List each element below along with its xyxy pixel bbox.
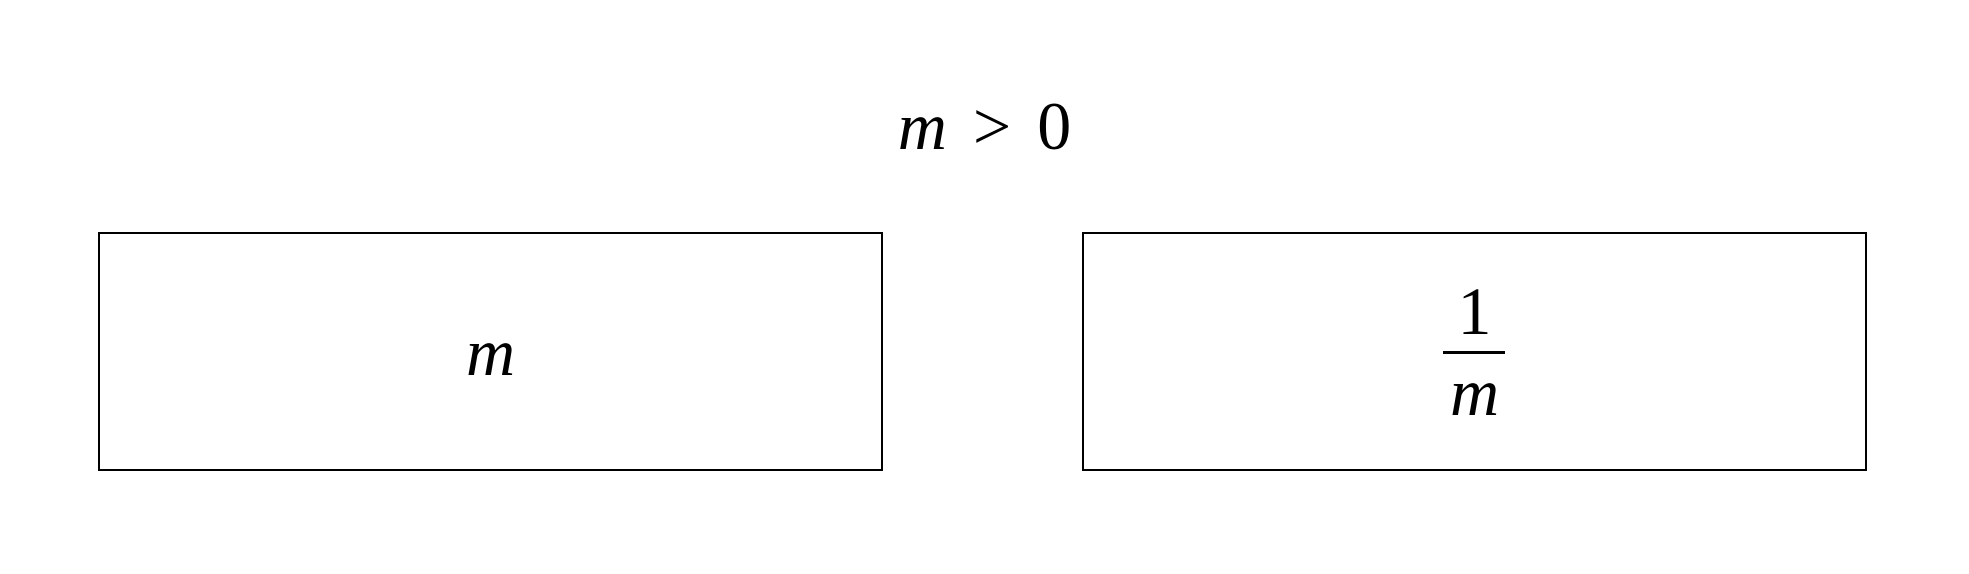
- reciprocal-fraction: 1 m: [1442, 277, 1507, 426]
- left-box-expression: m: [465, 313, 516, 390]
- condition-relation: >: [972, 88, 1012, 164]
- condition-label: m >0: [0, 78, 1969, 175]
- fraction-bar: [1443, 351, 1506, 354]
- fraction-denominator: m: [1449, 353, 1500, 430]
- condition-value: 0: [1037, 88, 1072, 164]
- fraction-numerator: 1: [1457, 273, 1492, 350]
- condition-variable: m: [897, 88, 947, 164]
- left-box: m: [98, 232, 883, 471]
- right-box: 1 m: [1082, 232, 1867, 471]
